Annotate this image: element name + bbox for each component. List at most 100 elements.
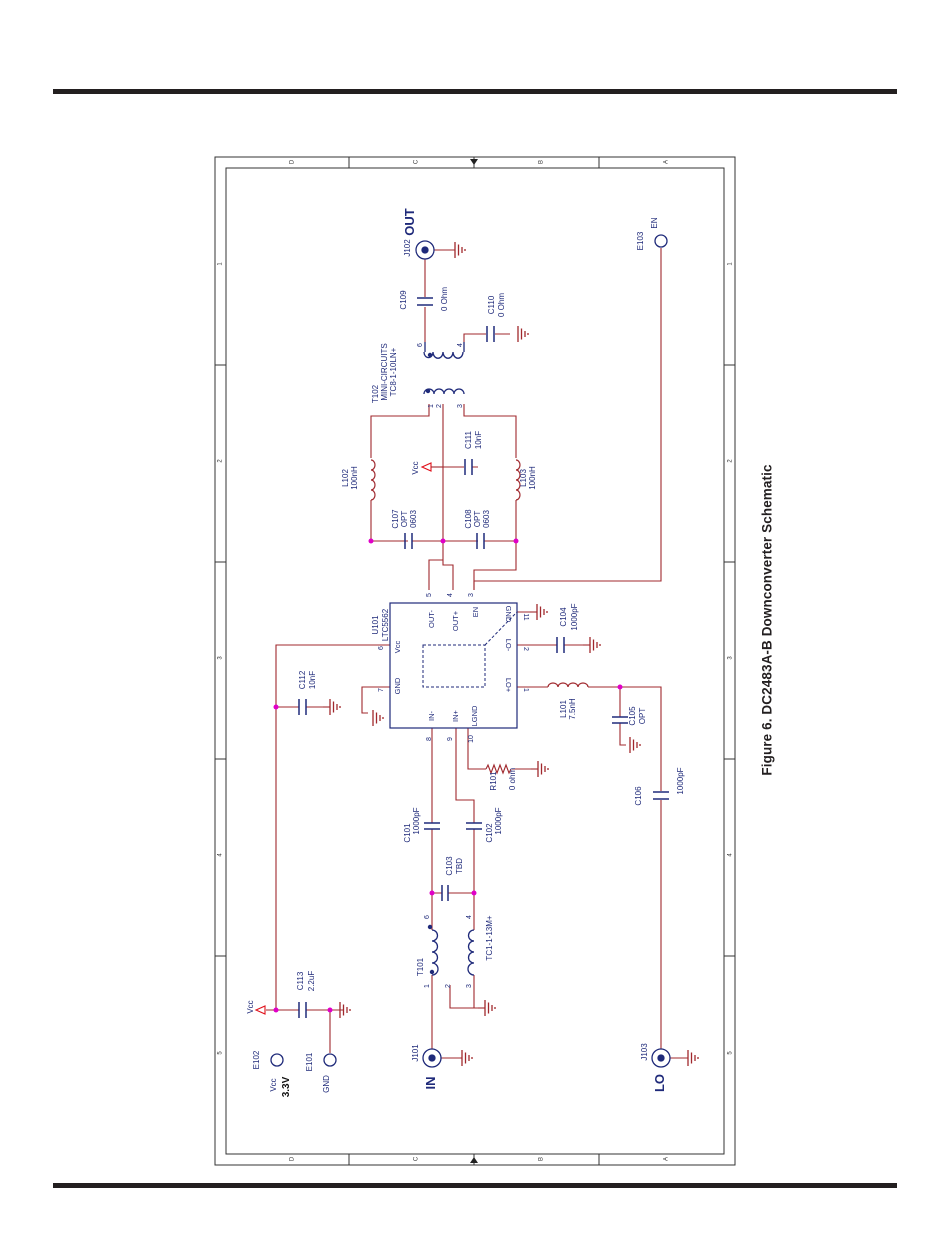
t102-primary: [423, 388, 465, 395]
zone-right-4: 4: [728, 853, 734, 857]
t102-ref: T102: [371, 384, 380, 403]
ground-icon: [629, 736, 641, 754]
t101-pin-1: 1: [424, 984, 431, 988]
c101-value: 1000pF: [412, 807, 421, 834]
c106-value: 1000pF: [676, 767, 685, 794]
vcc-arrow-icon: [254, 1005, 266, 1015]
c102-value: 1000pF: [494, 807, 503, 834]
c107-value: OPT: [400, 511, 409, 528]
e102-name: Vcc: [269, 1078, 278, 1091]
top-rule: [53, 89, 897, 94]
pin-number-in-minus: 8: [426, 737, 433, 741]
ground-icon: [454, 241, 466, 259]
ic-ref: U101: [371, 615, 380, 635]
e103-name: EN: [650, 217, 659, 228]
e102-ref: E102: [252, 1050, 261, 1069]
zone-bottom-b: B: [539, 1157, 545, 1161]
pin-label-gnd-right: GND: [504, 606, 513, 623]
c104-ref: C104: [559, 607, 568, 627]
c112-ref: C112: [298, 670, 307, 689]
ground-icon: [372, 709, 384, 727]
j102-ref: J102: [403, 239, 412, 257]
e101-name: GND: [322, 1075, 331, 1093]
pin-number-gnd: 7: [378, 688, 385, 692]
ground-icon: [589, 636, 601, 654]
zone-right-5: 5: [728, 1051, 734, 1055]
pin-label-in-plus: IN+: [451, 709, 460, 722]
e102-turret-icon: [270, 1053, 284, 1067]
c108-plates: [476, 533, 485, 549]
t102-pin-2: 2: [436, 404, 443, 408]
transformer-dots: [425, 352, 435, 975]
sheet-frame: [214, 156, 736, 1166]
zone-left-5: 5: [218, 1051, 224, 1055]
t102-pin-6: 6: [417, 343, 424, 347]
t102-pin-1: 1: [428, 404, 435, 408]
t102-part: TC8-1-10LN+: [389, 347, 398, 396]
t101-ref: T101: [416, 957, 425, 976]
pin-number-en: 3: [468, 593, 475, 597]
t101-pin-6: 6: [424, 915, 431, 919]
t102-maker: MINI-CIRCUITS: [380, 343, 389, 400]
zone-top-a: A: [664, 160, 670, 164]
c107-ref: C107: [391, 509, 400, 529]
j102-connector-icon: [415, 240, 435, 260]
vcc-label-top: Vcc: [411, 461, 420, 474]
vcc-arrows: [254, 462, 443, 1015]
e101-ref: E101: [305, 1052, 314, 1071]
pin-number-lgnd: 10: [468, 735, 475, 743]
bottom-rule: [53, 1183, 897, 1188]
r101-value: 0 ohm: [508, 768, 517, 791]
c110-value: 0 Ohm: [497, 293, 506, 317]
c103-plates: [441, 885, 449, 901]
zone-left-1: 1: [218, 262, 224, 266]
c108-value: OPT: [473, 511, 482, 528]
pin-number-out-plus: 4: [447, 593, 454, 597]
zone-right-3: 3: [728, 656, 734, 660]
pin-number-gnd-right: 11: [522, 613, 529, 620]
vcc-arrow-icon: [420, 462, 432, 472]
l102-ref: L102: [341, 469, 350, 487]
c101-ref: C101: [403, 823, 412, 843]
pin-number-in-plus: 9: [447, 737, 454, 741]
pin-label-out-minus: OUT-: [427, 610, 436, 628]
zone-labels: D C B A D C B A 1 2 3 4 5 1 2 3 4 5: [218, 159, 734, 1161]
pin-number-lo-minus: 2: [522, 647, 529, 651]
wires: [266, 248, 662, 1060]
ground-icon: [536, 603, 548, 621]
zone-left-3: 3: [218, 656, 224, 660]
t101-pin-2: 2: [445, 984, 452, 988]
e101-turret-icon: [323, 1053, 337, 1067]
c109-value: 0 Ohm: [440, 287, 449, 311]
c103-value: TBD: [455, 858, 464, 874]
c106-ref: C106: [634, 786, 643, 806]
t102-pin-4: 4: [457, 343, 464, 347]
r101-zigzag: [485, 763, 512, 775]
e102-note: 3.3V: [281, 1076, 292, 1097]
c108-size: 0603: [482, 510, 491, 528]
pin-number-vcc: 6: [378, 646, 385, 650]
j101-connector-icon: [422, 1048, 442, 1068]
t101-pin-3: 3: [466, 984, 473, 988]
j101-name: IN: [423, 1077, 438, 1090]
c108-ref: C108: [464, 509, 473, 529]
zone-right-1: 1: [728, 262, 734, 266]
r101-ref: R101: [489, 771, 498, 791]
l101-coil: [547, 682, 589, 688]
pin-number-lo-plus: 1: [522, 688, 529, 692]
c113-plates: [298, 1002, 307, 1018]
l103-coil: [515, 459, 521, 501]
figure-caption-text: Figure 6. DC2483A-B Downconverter Schema…: [759, 464, 775, 776]
l103-value: 100nH: [528, 466, 537, 490]
c110-plates: [486, 326, 495, 342]
pin-label-vcc: Vcc: [393, 641, 402, 654]
c103-ref: C103: [445, 856, 454, 876]
center-mark-bottom: [470, 1157, 478, 1163]
l102-coil: [370, 459, 376, 501]
ic-u101: [389, 602, 518, 729]
pin-label-in-minus: IN-: [427, 711, 436, 722]
c102-ref: C102: [485, 823, 494, 843]
c111-plates: [464, 459, 473, 475]
pin-label-out-plus: OUT+: [451, 610, 460, 631]
